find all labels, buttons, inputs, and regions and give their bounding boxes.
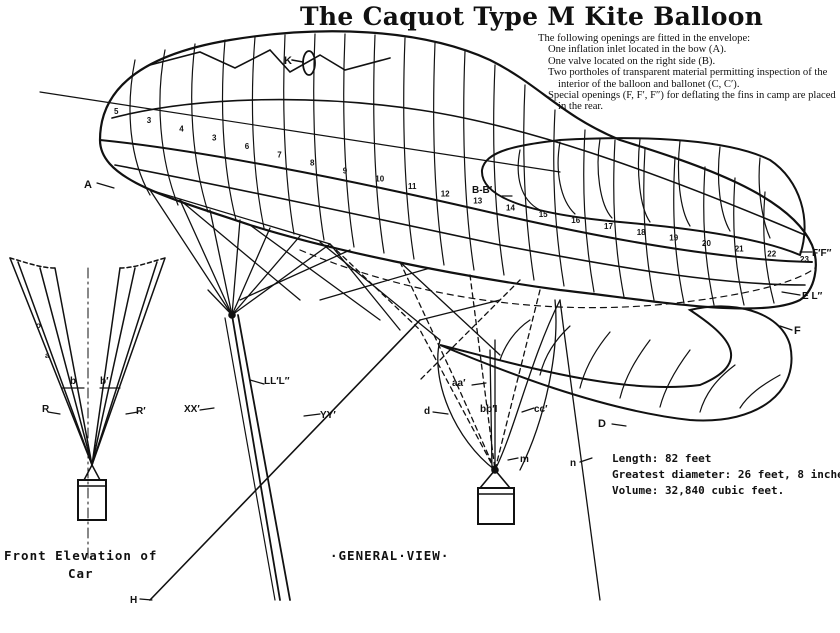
gore-number: 19 [669, 234, 678, 243]
gore-number: 3 [212, 133, 217, 142]
envelope-seam-mid [99, 139, 813, 263]
label-n: n [570, 458, 576, 469]
label-r-left: R [42, 404, 50, 415]
gore-number: 5 [114, 107, 119, 116]
envelope-seam-low [114, 164, 806, 286]
spec-length: Length: 82 feet [612, 452, 712, 465]
label-d-upper: D [598, 418, 606, 430]
front-elevation [9, 257, 166, 561]
gore-number: 9 [343, 167, 348, 176]
main-rigging-knot [228, 311, 236, 319]
label-d: d [424, 406, 430, 417]
gore-number: 18 [637, 228, 646, 237]
front-elevation-caption-line1: Front Elevation of [4, 548, 158, 563]
general-view-caption: ·GENERAL·VIEW· [330, 548, 450, 563]
label-cc: cc′ [534, 404, 548, 415]
valve-k-pointer [291, 59, 304, 63]
observation-car [477, 469, 515, 525]
label-yy: YY′ [320, 410, 336, 421]
label-k: K [284, 55, 292, 67]
label-aa: aa′ [452, 378, 466, 389]
gore-number: 22 [767, 250, 776, 259]
gore-number: 3 [147, 116, 152, 125]
gore-number: 4 [179, 125, 184, 134]
gore-number: 21 [735, 244, 744, 253]
label-b-right: b′ [100, 376, 109, 387]
label-h: H [130, 595, 137, 606]
gore-number: 10 [375, 175, 384, 184]
gore-number: 12 [441, 189, 450, 198]
gore-number: 6 [245, 142, 250, 151]
gore-number: 7 [277, 150, 282, 159]
gore-number: 11 [408, 182, 417, 191]
gore-numbers: 5 3 4 3 6 7 8 9 10 11 12 13 14 15 16 17 18 19 20 21 22 23 [114, 107, 809, 264]
valve-k-icon [302, 50, 316, 76]
envelope-notes: The following openings are fitted in the… [538, 33, 838, 113]
gore-number: 16 [571, 216, 580, 225]
gore-number: 23 [800, 255, 809, 264]
top-festoon [149, 49, 391, 74]
lower-fin [439, 305, 793, 422]
label-leaders [96, 182, 813, 601]
note-special-openings: Special openings (F, F′, F″) for deflati… [548, 90, 836, 113]
label-bb: B-B′ [472, 185, 493, 196]
label-r-right: R′ [136, 406, 146, 417]
gore-number: 20 [702, 239, 711, 248]
label-bb-lower: bb′I [480, 404, 498, 415]
front-elevation-caption-line2: Car [68, 566, 94, 581]
gore-number: 14 [506, 203, 515, 212]
label-b-left: b [70, 376, 76, 387]
label-f: F [794, 325, 801, 337]
envelope-outline [98, 30, 817, 310]
label-m: m [520, 454, 529, 465]
upper-fin [480, 137, 806, 257]
gore-number: 8 [310, 159, 315, 168]
label-a: A [84, 179, 92, 191]
label-ll: LL′L″ [264, 376, 290, 387]
lower-fin-ribs [499, 319, 781, 413]
spec-volume: Volume: 32,840 cubic feet. [612, 484, 785, 497]
label-front-o: o [36, 321, 41, 330]
gore-number: 13 [473, 197, 482, 206]
suspension-rigging [149, 189, 601, 601]
gore-number: 17 [604, 222, 613, 231]
gore-number: 15 [539, 210, 548, 219]
balloon-specs: Length: 82 feet Greatest diameter: 26 fe… [612, 451, 840, 499]
envelope-gores [129, 33, 775, 306]
label-ff: F′F″ [812, 248, 832, 259]
envelope-seam-top [111, 98, 806, 236]
spec-diameter: Greatest diameter: 26 feet, 8 inches. [612, 468, 840, 481]
label-xx: XX′ [184, 404, 200, 415]
note-portholes: Two portholes of transparent material pe… [548, 67, 828, 90]
note-valve: One valve located on the right side (B). [548, 55, 716, 67]
note-inflation-inlet: One inflation inlet located in the bow (… [548, 44, 727, 56]
page-title: The Caquot Type M Kite Balloon [300, 2, 764, 31]
envelope-axis-line [39, 91, 561, 173]
label-front-a: a [45, 351, 50, 360]
upper-fin-ribs [517, 138, 771, 239]
label-el: E L″ [802, 291, 823, 302]
notes-intro: The following openings are fitted in the… [538, 33, 751, 44]
